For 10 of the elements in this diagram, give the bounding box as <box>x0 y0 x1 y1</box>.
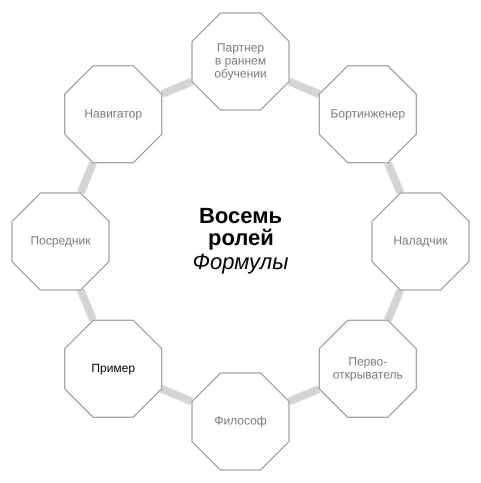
label: Формулы <box>192 249 288 274</box>
connector <box>287 385 320 406</box>
connector <box>288 78 321 98</box>
connector <box>77 161 97 194</box>
label: Восемь ролей <box>199 203 282 250</box>
connector <box>384 288 404 322</box>
connector <box>76 288 97 322</box>
connector <box>160 385 194 405</box>
connector <box>384 162 404 195</box>
connector <box>160 78 194 98</box>
